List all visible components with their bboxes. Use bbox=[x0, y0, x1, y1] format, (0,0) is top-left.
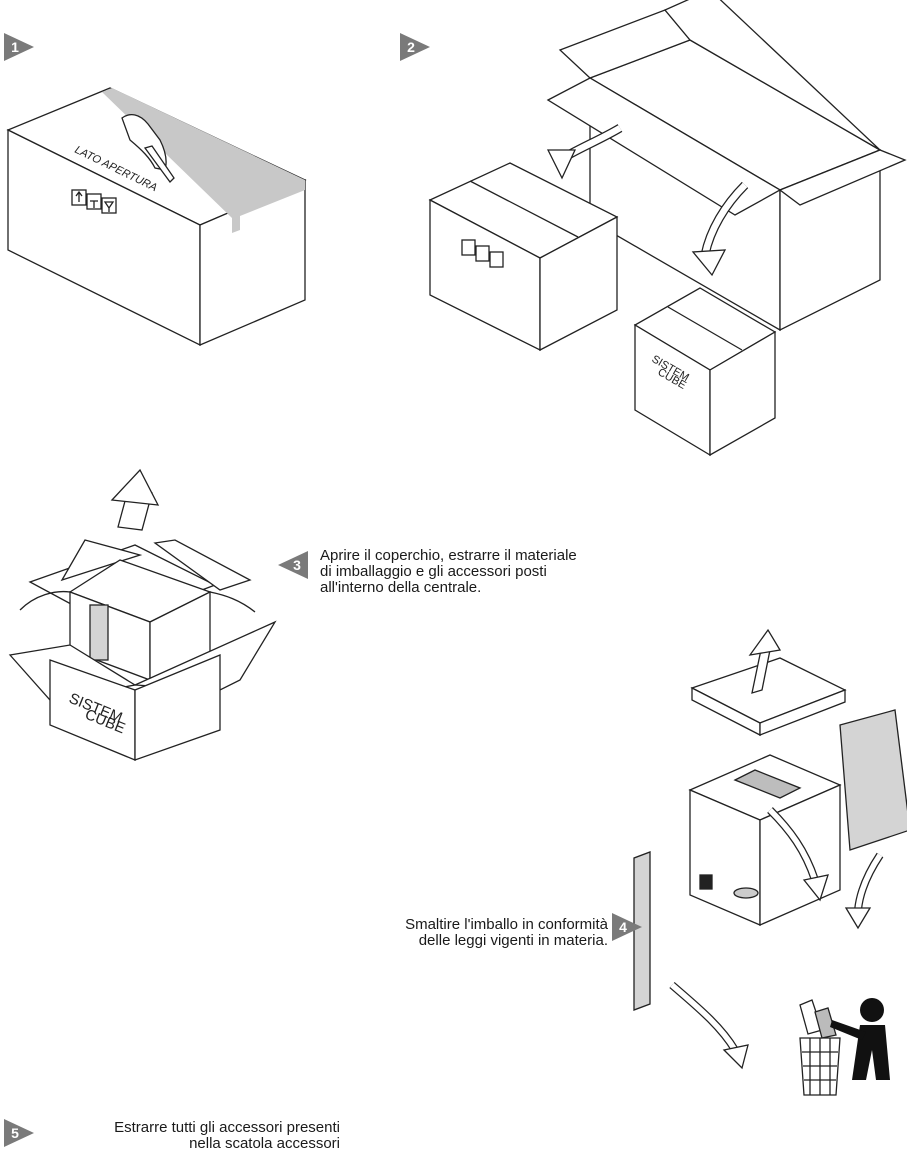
step-3-marker: 3 bbox=[278, 551, 308, 579]
handling-icons bbox=[71, 189, 117, 214]
step-3-caption: Aprire il coperchio, estrarre il materia… bbox=[320, 547, 577, 596]
step2-box-illustration: SISTEM CUBE bbox=[428, 0, 907, 457]
step-4-caption: Smaltire l'imballo in conformità delle l… bbox=[405, 916, 608, 949]
recycle-bin-icon bbox=[799, 998, 890, 1096]
step4-unit-illustration bbox=[633, 628, 907, 1096]
step3-box-illustration: SISTEM CUBE bbox=[8, 468, 277, 761]
step-2-marker: 2 bbox=[400, 33, 430, 61]
step1-box-illustration: LATO APERTURA bbox=[6, 87, 307, 347]
step-5-marker: 5 bbox=[4, 1119, 34, 1147]
step-1-marker: 1 bbox=[4, 33, 34, 61]
step-5-caption: Estrarre tutti gli accessori presenti ne… bbox=[114, 1119, 340, 1152]
step-4-marker: 4 bbox=[612, 913, 642, 941]
